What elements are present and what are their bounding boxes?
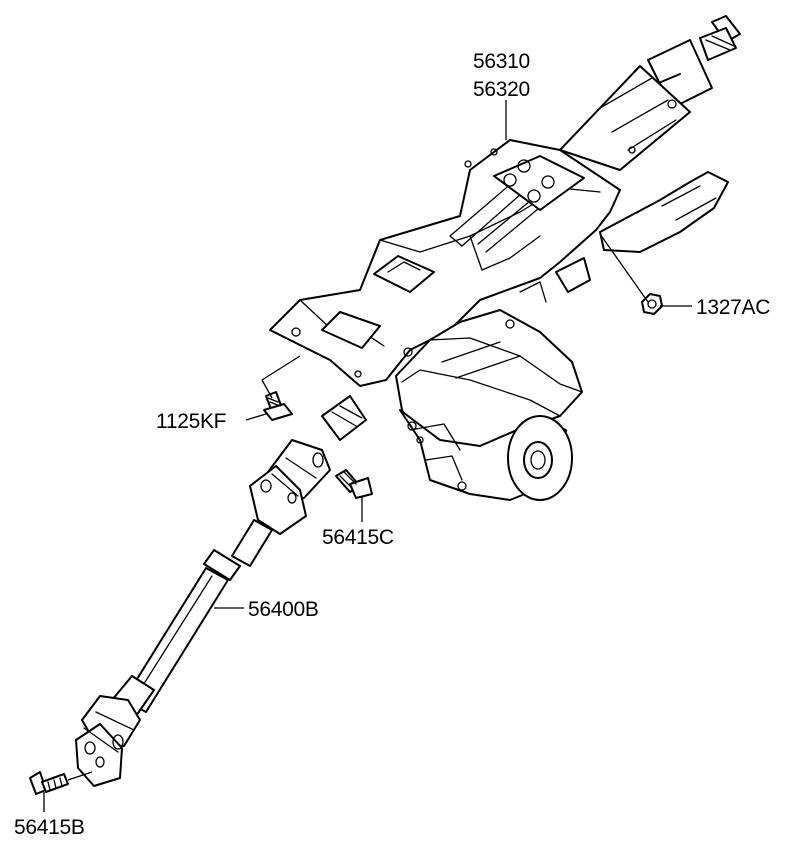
- label-1125kf: 1125KF: [156, 410, 226, 433]
- part-labels: 56310 56320 1327AC 1125KF 56415C 56400B …: [14, 50, 771, 839]
- upper-universal-joint: [249, 439, 331, 535]
- leader-1125kf-b: [261, 355, 301, 381]
- bolt-56415c: [335, 469, 373, 499]
- bolt-56415b: [29, 771, 69, 795]
- label-56415c: 56415C: [322, 526, 394, 549]
- leader-lines: [43, 100, 692, 812]
- label-56310: 56310: [473, 50, 530, 73]
- leader-1125kf: [245, 413, 267, 421]
- label-56415b: 56415B: [14, 816, 85, 839]
- label-1327ac: 1327AC: [696, 296, 770, 319]
- eps-motor-housing: [321, 309, 583, 501]
- lower-universal-joint: [75, 695, 141, 787]
- column-mounting-bracket: [269, 139, 729, 387]
- leader-1125kf-v: [261, 379, 273, 399]
- bolt-1125kf: [263, 391, 293, 421]
- leader-1327ac: [599, 233, 649, 303]
- label-56400b: 56400B: [248, 598, 319, 621]
- column-shaft-upper: [559, 15, 741, 171]
- label-56320: 56320: [473, 78, 530, 101]
- leader-56415b-h: [67, 771, 93, 781]
